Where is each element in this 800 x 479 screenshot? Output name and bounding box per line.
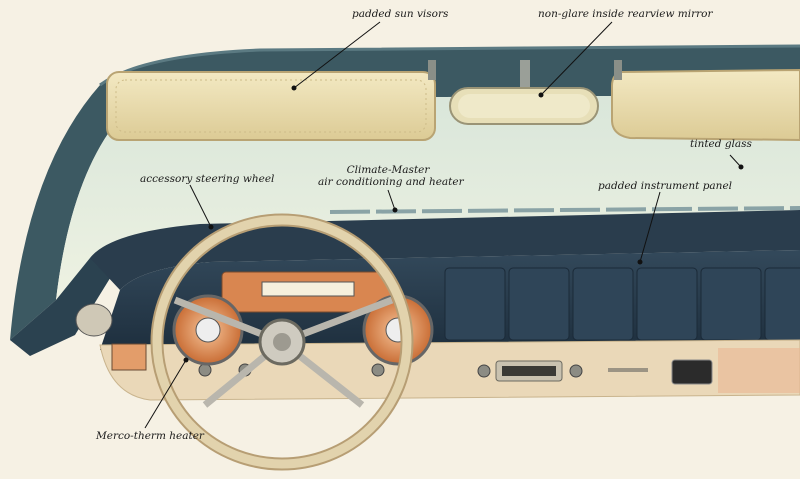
callout-climate-master-line2: air conditioning and heater [318, 176, 464, 188]
callout-dot-icon [392, 207, 398, 213]
callout-climate-master-line1: Climate-Master [346, 164, 430, 176]
callout-sun-visors: padded sun visors [352, 8, 449, 20]
callout-dot-icon [637, 259, 643, 265]
padded-instrument-panel [444, 267, 800, 341]
callout-dot-icon [291, 85, 297, 91]
callout-tinted-glass: tinted glass [690, 138, 752, 150]
callout-dots [183, 85, 744, 363]
callout-instrument-panel: padded instrument panel [598, 180, 733, 192]
callout-steering-wheel: accessory steering wheel [140, 173, 275, 185]
callout-dot-icon [738, 164, 744, 170]
callout-lines [144, 21, 742, 429]
callout-rearview-mirror: non-glare inside rearview mirror [538, 8, 713, 20]
callout-climate-master: Climate-Master air conditioning and heat… [318, 164, 464, 188]
callout-dot-icon [208, 224, 214, 230]
sun-visor-right [611, 60, 800, 142]
callout-dot-icon [538, 92, 544, 98]
rearview-mirror [449, 60, 599, 125]
sun-visor-left [106, 60, 436, 141]
steering-wheel [150, 213, 414, 471]
callout-heater: Merco-therm heater [96, 430, 204, 442]
callout-dot-icon [183, 357, 189, 363]
